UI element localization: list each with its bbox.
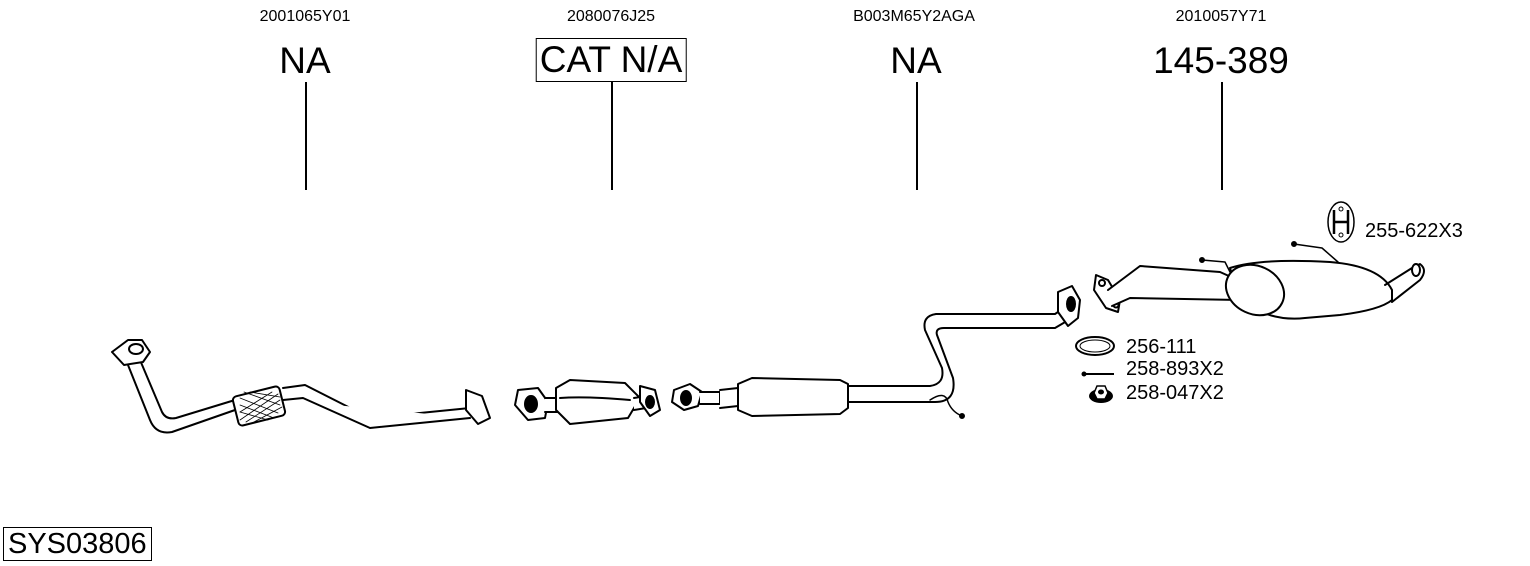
rear-silencer-drawing[interactable]: [1093, 241, 1425, 324]
middle-silencer-drawing[interactable]: [671, 285, 1081, 419]
rubber-hanger-icon: [1327, 201, 1355, 243]
part-label-catalyst[interactable]: CAT N/A: [535, 38, 687, 82]
oem-number-rear-silencer: 2010057Y71: [1175, 8, 1267, 25]
leader-line-rear-silencer: [1221, 82, 1223, 190]
leader-line-catalyst: [611, 82, 613, 190]
accessory-nut-part[interactable]: 258-047X2: [1126, 382, 1224, 404]
oem-number-catalyst: 2080076J25: [566, 8, 656, 25]
part-label-front-pipe[interactable]: NA: [279, 40, 331, 81]
bolt-icon: [1081, 371, 1114, 377]
part-label-rear-silencer[interactable]: 145-389: [1153, 40, 1289, 81]
leader-line-middle-silencer: [916, 82, 918, 190]
flange-nut-icon: [1089, 385, 1113, 403]
accessory-gasket-part[interactable]: 256-111: [1126, 336, 1197, 358]
system-code-label: SYS03806: [3, 527, 152, 561]
oem-number-middle-silencer: B003M65Y2AGA: [853, 8, 975, 25]
accessory-hanger-part[interactable]: 255-622X3: [1365, 220, 1463, 242]
part-label-middle-silencer[interactable]: NA: [890, 40, 942, 81]
front-pipe-drawing[interactable]: [111, 339, 491, 434]
leader-line-front-pipe: [305, 82, 307, 190]
catalyst-drawing[interactable]: [514, 379, 661, 425]
gasket-ring-icon: [1075, 336, 1115, 356]
accessory-bolt-part[interactable]: 258-893X2: [1126, 358, 1224, 380]
oem-number-front-pipe: 2001065Y01: [259, 8, 351, 25]
